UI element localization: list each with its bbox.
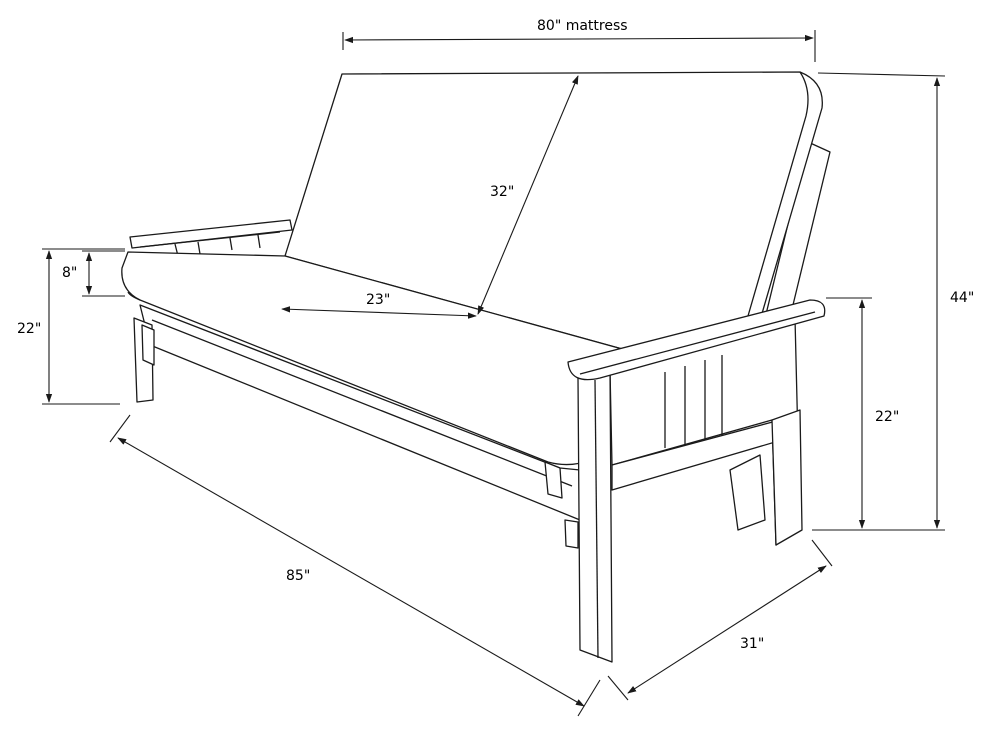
dim-mattress-width [344, 34, 814, 44]
center-support-foot [564, 519, 579, 549]
label-back-height: 32" [490, 184, 514, 200]
dim-depth-ext-left [607, 675, 629, 701]
label-arm-height: 22" [875, 409, 899, 425]
label-cushion-thickness: 8" [62, 265, 77, 281]
label-total-depth: 31" [740, 636, 764, 652]
label-total-width: 85" [286, 568, 310, 584]
dimension-labels: 80" mattress 32" 23" 8" 22" 22" 44" 85" … [17, 18, 974, 652]
dim-depth-ext-right [811, 539, 833, 567]
right-arm-slats [664, 355, 723, 448]
seat-mattress-front-curve [127, 291, 141, 301]
dim-back-height [477, 75, 579, 315]
right-hinge-bracket [729, 454, 766, 531]
dim-width-ext-left [109, 414, 131, 443]
dim-seat-depth [281, 306, 477, 319]
left-arm-slats [139, 231, 281, 257]
label-total-height: 44" [950, 290, 974, 306]
right-front-leg-edge [594, 379, 599, 659]
left-leg-bracket [141, 324, 155, 366]
dimension-lines [42, 30, 946, 717]
label-mattress-width: 80" mattress [537, 18, 628, 34]
dim-total-width [117, 437, 585, 707]
dim-width-ext-right [577, 679, 601, 717]
right-arm-top-edge [579, 311, 816, 375]
right-rear-leg [771, 409, 803, 546]
label-seat-height: 22" [17, 321, 41, 337]
left-arm-top [129, 219, 293, 249]
center-support [544, 461, 563, 499]
dim-total-depth [627, 565, 827, 694]
dim-total-height-ext-top [817, 72, 946, 77]
futon-frame-drawing [121, 71, 831, 663]
label-seat-depth: 23" [366, 292, 390, 308]
back-mattress-side-edge [729, 71, 809, 379]
